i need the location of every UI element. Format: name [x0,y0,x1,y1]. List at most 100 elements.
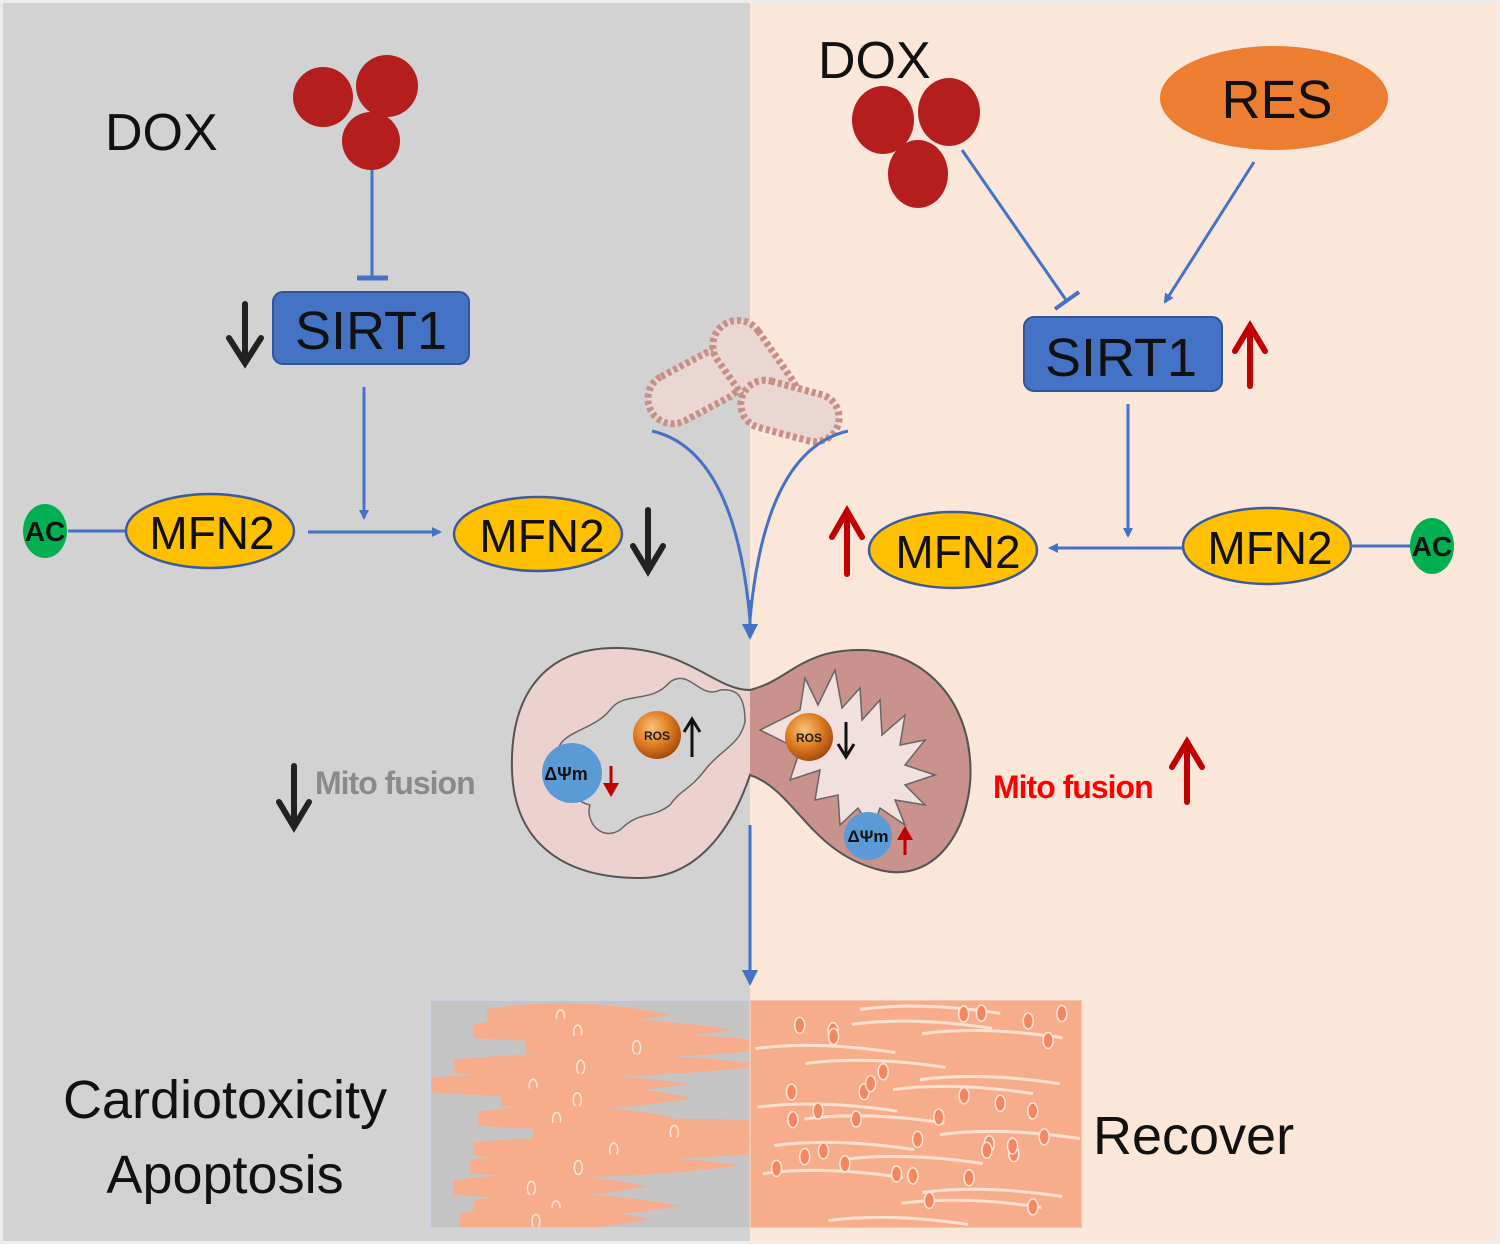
left-dpsim-down-arrow-icon [603,766,619,797]
left-ac-node: AC [23,504,67,558]
fiber-striation [757,1102,898,1113]
cell-nucleus [933,1108,945,1126]
fiber-striation [842,1154,983,1166]
cell-nucleus [907,1167,919,1185]
right-dox-label: DOX [818,32,931,90]
cell-nucleus [1026,1102,1039,1120]
cell-nucleus [1027,1198,1039,1216]
left-outcome-line2: Apoptosis [106,1145,343,1205]
cardiomyocyte-fiber [525,1033,750,1058]
cell-nucleus [1038,1128,1050,1146]
cell-nucleus [975,1004,988,1022]
cell-nucleus [839,1154,851,1173]
fiber-striation [901,1198,1042,1209]
right-outcome-label: Recover [1093,1106,1294,1166]
right-dox-inhibits-sirt1-edge [960,149,1081,311]
cell-nucleus [827,1027,840,1046]
right-ros-down-arrow-icon [836,722,856,760]
cell-nucleus [785,1083,798,1101]
cardiomyocyte-fiber [454,1053,750,1077]
right-mito-fusion-label: Mito fusion [993,769,1153,805]
cell-nucleus [958,1086,970,1105]
left-dox-molecule-icon [293,55,418,170]
fiber-striation [755,1043,896,1055]
right-mfn2-acetylated-label: MFN2 [1207,522,1332,574]
right-mfn2-up-arrow-icon [829,504,865,577]
cell-nucleus [787,1110,799,1129]
right-res-label: RES [1221,70,1332,130]
fiber-striation [892,1084,1034,1096]
left-mito-fusion-label: Mito fusion [315,765,475,801]
mitochondria-fusion-converging-edges [651,429,849,621]
right-sirt1-up-arrow-icon [1232,320,1268,389]
cell-nucleus [850,1110,862,1128]
right-dpsim-node: ΔΨm [844,812,892,860]
left-mito-fusion-down-arrow-icon [276,763,312,833]
left-sirt1-down-arrow-icon [226,301,264,369]
left-mfn2-label: MFN2 [479,510,604,562]
fiber-striation [939,1129,1081,1141]
cardiomyocyte-fiber [473,1136,750,1160]
cell-nucleus [890,1165,903,1183]
right-sirt1-label: SIRT1 [1045,328,1197,388]
cell-nucleus [864,1074,877,1093]
fiber-striation [828,1215,969,1227]
left-dpsim-label: ΔΨm [544,764,588,784]
fiber-striation [773,1140,915,1152]
left-dox-inhibits-sirt1-edge [357,170,388,281]
cell-nucleus [793,1016,806,1035]
right-ac-label: AC [1412,531,1452,562]
right-ros-label: ROS [796,731,822,745]
cell-nucleus [770,1159,783,1178]
cell-nucleus [1056,1004,1068,1023]
cardiomyocyte-fiber [459,1207,651,1228]
cardiomyocyte-fiber [470,1153,741,1178]
fiber-striation [922,1187,1063,1198]
left-ros-up-arrow-icon [682,716,702,757]
fiber-striation [851,1019,993,1030]
left-mfn2-node: MFN2 [452,495,624,573]
cell-nucleus [1022,1012,1034,1030]
left-ros-node: ROS [633,711,681,759]
cell-nucleus [994,1094,1007,1113]
right-dox-molecule-icon [852,78,980,208]
mitochondrion-illustration: ROS ΔΨm ROS ΔΨm [510,646,972,880]
mitochondria-cluster-icon [644,316,843,446]
cell-nucleus [1042,1031,1054,1050]
cardiomyocyte-fiber [532,1118,750,1142]
cardiomyocyte-fiber [500,1086,693,1110]
damaged-cardiomyocyte-tissue [430,1000,750,1228]
left-mfn2-acetylated-node: MFN2 [124,492,296,570]
fiber-striation [919,1075,1060,1086]
cell-nucleus [817,1142,830,1160]
left-sirt1-label: SIRT1 [295,301,447,361]
right-dpsim-up-arrow-icon [897,826,913,855]
right-res-activates-sirt1-edge [1163,161,1256,304]
left-ros-label: ROS [644,729,670,743]
right-ros-node: ROS [785,713,833,761]
cell-nucleus [531,1213,541,1228]
cell-nucleus [981,1141,993,1159]
cell-nucleus [911,1130,924,1149]
cell-nucleus [812,1102,824,1120]
left-dpsim-node: ΔΨm [542,743,602,803]
left-mfn2-acetylated-label: MFN2 [149,507,274,559]
left-ac-label: AC [25,516,65,547]
cardiomyocyte-fiber [453,1174,648,1198]
fiber-striation [805,1058,946,1069]
cell-nucleus [957,1005,970,1023]
left-outcome-line1: Cardiotoxicity [63,1070,387,1130]
cell-nucleus [573,1159,584,1176]
right-mfn2-label: MFN2 [895,526,1020,578]
left-mfn2-down-arrow-icon [630,507,666,577]
cell-nucleus [877,1063,889,1081]
cell-nucleus [963,1168,975,1187]
cell-nucleus [923,1191,936,1210]
right-mfn2-acetylated-node: MFN2 [1181,506,1353,586]
right-res-node: RES [1160,46,1388,150]
right-sirt1-node: SIRT1 [1023,316,1223,392]
right-dpsim-label: ΔΨm [847,827,888,846]
right-mito-fusion-up-arrow-icon [1169,736,1205,805]
left-dox-label: DOX [105,104,218,162]
